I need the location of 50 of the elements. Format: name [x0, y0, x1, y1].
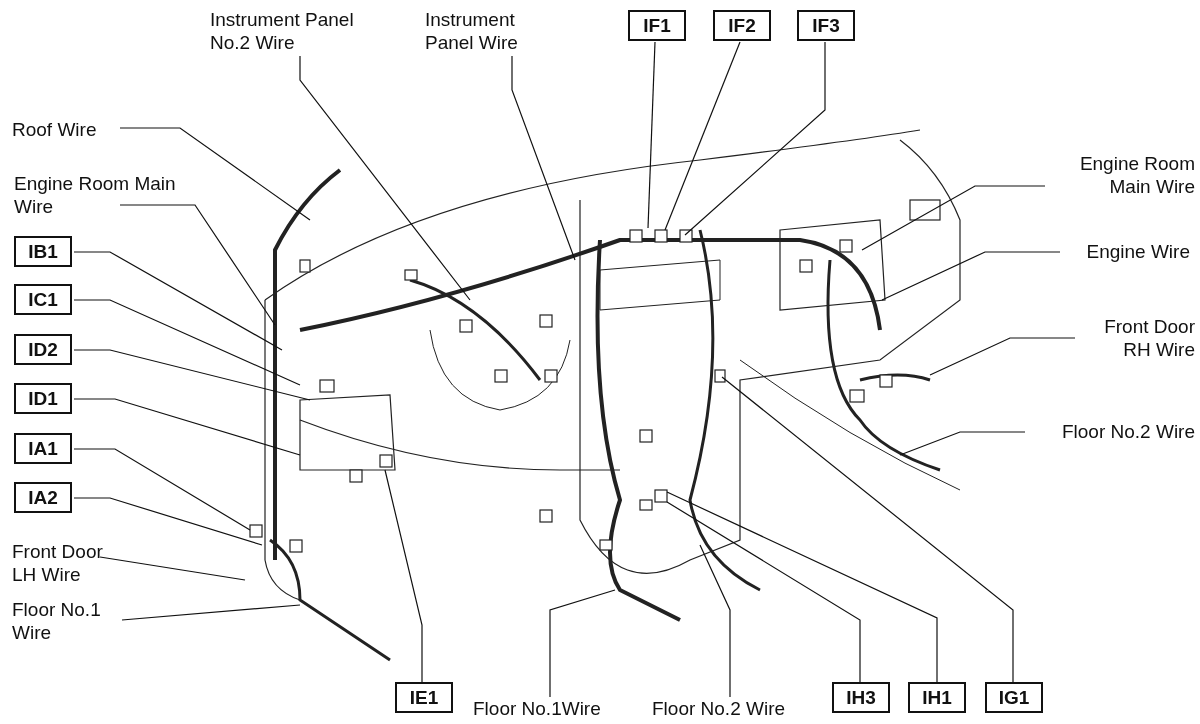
wire-label: Floor No.1Wire	[473, 697, 633, 720]
wire-label: Front Door RH Wire	[1075, 315, 1195, 361]
leader-line	[511, 55, 576, 261]
leader-line	[684, 41, 826, 236]
wire-label: Engine Wire	[1065, 240, 1190, 263]
connector-code: IF1	[628, 10, 686, 41]
leader-line	[861, 185, 1046, 251]
leader-line	[73, 448, 251, 531]
leader-line	[664, 41, 741, 231]
leader-line	[384, 469, 423, 683]
leader-line	[121, 604, 301, 621]
connector-code: IC1	[14, 284, 72, 315]
leader-line	[666, 501, 861, 683]
leader-line	[73, 398, 301, 456]
wire-label: Roof Wire	[12, 118, 132, 141]
connector-code: IA1	[14, 433, 72, 464]
leader-line	[73, 349, 311, 401]
leader-line	[73, 251, 283, 351]
wire-label: Floor No.2 Wire	[1030, 420, 1195, 443]
leader-line	[119, 204, 276, 326]
connector-code: IF3	[797, 10, 855, 41]
leader-line	[721, 376, 1014, 683]
connector-code: IB1	[14, 236, 72, 267]
wire-label: Front Door LH Wire	[12, 540, 127, 586]
connector-code: IE1	[395, 682, 453, 713]
leader-line	[99, 556, 246, 581]
wire-label: Instrument Panel No.2 Wire	[210, 8, 370, 54]
connector-code: IF2	[713, 10, 771, 41]
leader-line	[549, 589, 616, 698]
wire-label: Floor No.2 Wire	[652, 697, 812, 720]
leader-line	[881, 251, 1061, 301]
connector-code: ID1	[14, 383, 72, 414]
connector-code: IA2	[14, 482, 72, 513]
wire-label: Floor No.1 Wire	[12, 598, 127, 644]
connector-code: ID2	[14, 334, 72, 365]
leader-line	[73, 299, 301, 386]
leader-line	[899, 431, 1026, 456]
leader-line	[299, 55, 471, 301]
connector-code: IG1	[985, 682, 1043, 713]
leader-line	[119, 127, 311, 221]
leader-line	[647, 41, 656, 229]
leader-line	[73, 497, 263, 546]
wire-label: Engine Room Main Wire	[1040, 152, 1195, 198]
leader-line	[699, 544, 731, 698]
wire-label: Engine Room Main Wire	[14, 172, 184, 218]
wire-label: Instrument Panel Wire	[425, 8, 565, 54]
connector-code: IH3	[832, 682, 890, 713]
leader-line	[666, 491, 938, 683]
connector-code: IH1	[908, 682, 966, 713]
leader-line	[929, 337, 1076, 376]
